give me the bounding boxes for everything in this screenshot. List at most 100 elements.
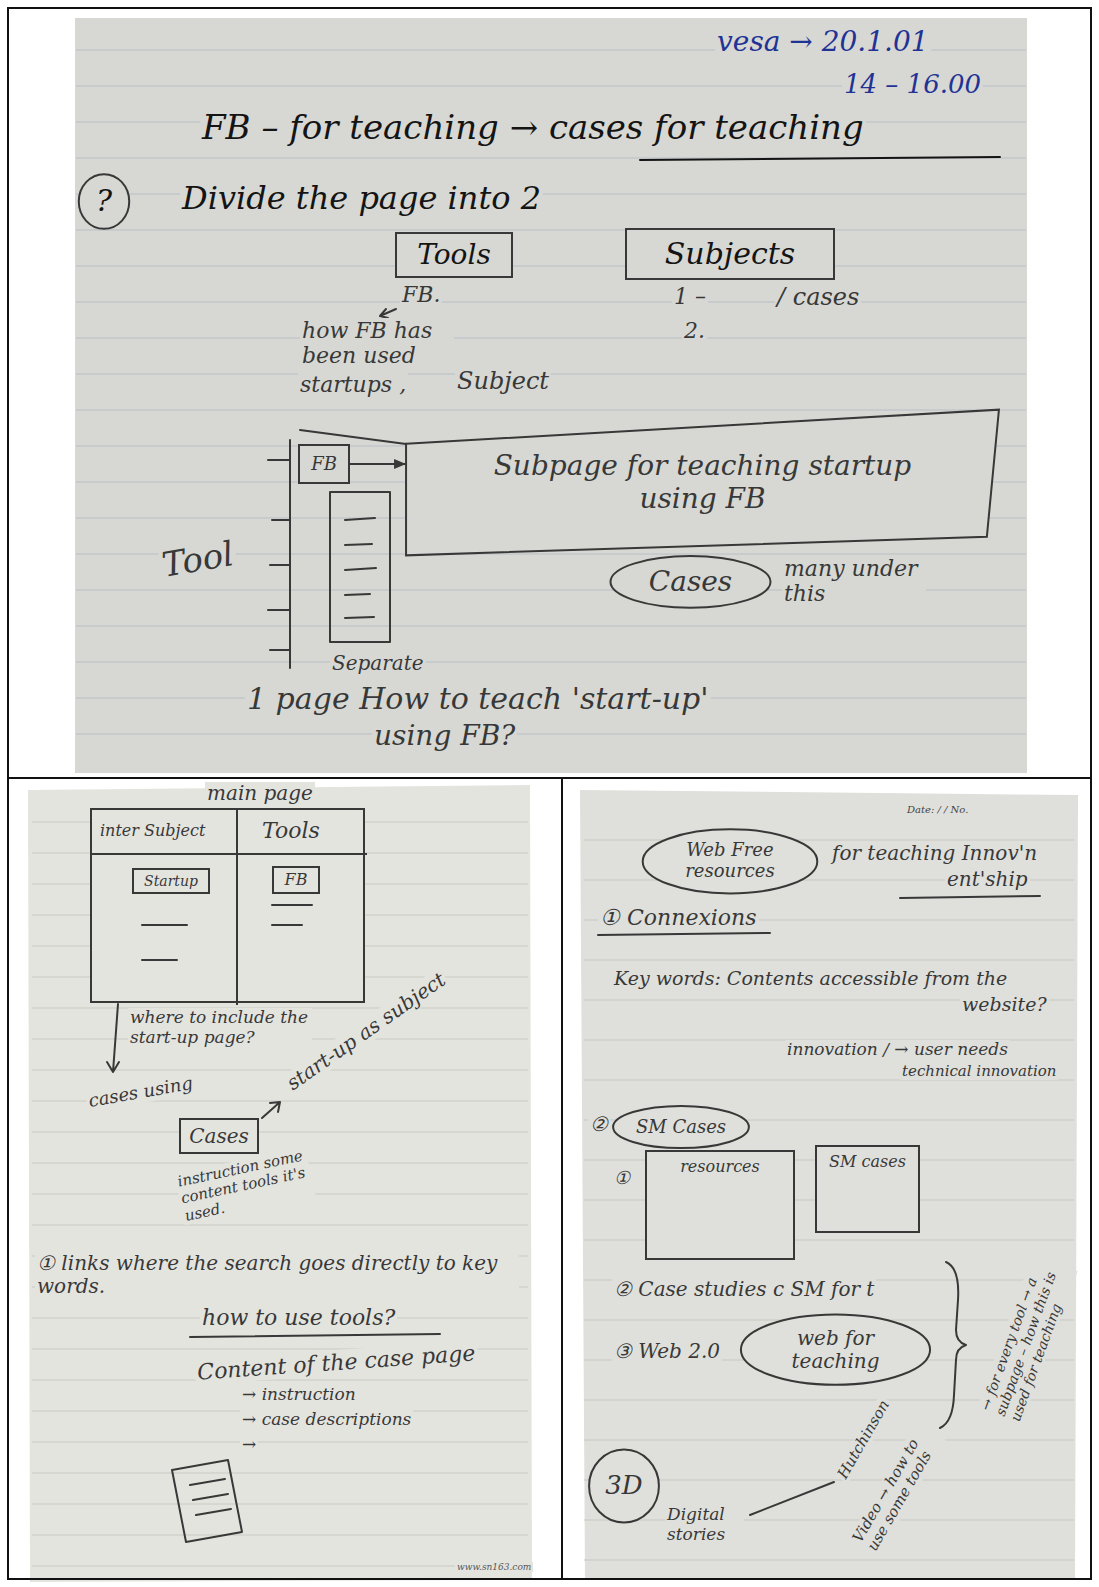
ruled-line	[76, 302, 1026, 303]
node-text: 3D	[605, 1471, 642, 1501]
tool-column	[268, 440, 290, 668]
ruled-line	[584, 1440, 1074, 1441]
ruled-line	[76, 626, 1026, 627]
node-text: SM cases	[829, 1153, 906, 1171]
node-text: inter Subject	[100, 822, 205, 840]
ruled-line	[584, 840, 1074, 841]
ruled-line	[32, 1070, 528, 1071]
cases-box: Cases	[179, 1118, 259, 1154]
paper-page	[75, 18, 1027, 773]
node-text: resources	[680, 1158, 760, 1176]
handwritten-note: ①	[612, 1168, 632, 1189]
ruled-line	[76, 734, 1026, 735]
handwritten-note: 2.	[682, 318, 707, 343]
main-page-table: inter SubjectToolsStartupFB	[90, 808, 365, 1003]
ruled-line	[76, 230, 1026, 231]
handwritten-note: many under this	[782, 556, 926, 607]
handwritten-note: using FB?	[372, 720, 517, 752]
node-text: Tools	[262, 818, 320, 843]
leader-line	[750, 1482, 834, 1515]
handwritten-note: main page	[205, 782, 315, 805]
curly-bracket	[940, 1262, 966, 1428]
ruled-line	[32, 1566, 528, 1567]
paper-page	[580, 790, 1078, 1580]
underline	[190, 1334, 440, 1337]
node-text: ?	[96, 184, 112, 219]
handwritten-note: ent'ship	[945, 868, 1030, 891]
ruled-line	[584, 1520, 1074, 1521]
column-box: resources	[645, 1150, 795, 1260]
handwritten-note: → case descriptions	[240, 1410, 413, 1430]
handwritten-note: ② Case studies c SM for t	[612, 1278, 876, 1301]
handwritten-note: ① links where the search goes directly t…	[35, 1252, 519, 1298]
handwritten-note: how FB has been used	[300, 318, 454, 369]
handwritten-note: startups ,	[298, 372, 408, 397]
underline	[900, 896, 1040, 898]
node-text: Tools	[417, 239, 491, 271]
pointer-arrow	[380, 309, 396, 318]
tool-box: FB	[298, 444, 350, 484]
node-text: Web Free resources	[675, 840, 785, 881]
ruled-line	[32, 1225, 528, 1226]
handwritten-note: Separate	[330, 652, 426, 675]
node-text: Cases	[649, 566, 732, 598]
ruled-line	[76, 338, 1026, 339]
handwritten-note: / cases	[775, 284, 861, 312]
handwritten-note: vesa → 20.1.01	[715, 26, 931, 58]
handwritten-note: Hutchinson	[833, 1396, 894, 1484]
connector-arrow	[350, 459, 406, 469]
topic-oval: Web Free resources	[640, 828, 820, 895]
handwritten-note: how to use tools?	[200, 1305, 397, 1330]
ruled-line	[32, 1473, 528, 1474]
handwritten-note: www.sn163.com	[455, 1562, 533, 1572]
node-text: FB	[311, 454, 337, 475]
heading-box: Subjects	[625, 228, 835, 280]
ruled-line	[32, 1380, 528, 1381]
ruled-line	[584, 960, 1074, 961]
underline	[598, 933, 770, 935]
handwritten-note: → instruction	[240, 1385, 358, 1405]
document-sketch	[172, 1460, 242, 1542]
node-text: Subpage for teaching startup using FB	[453, 450, 953, 514]
ruled-line	[76, 662, 1026, 663]
underline	[640, 157, 1000, 160]
handwritten-note: instruction some content tools it's used…	[174, 1147, 316, 1225]
handwritten-note: Content of the case page	[194, 1340, 478, 1385]
ruled-line	[32, 1442, 528, 1443]
handwritten-note: ③ Web 2.0	[612, 1340, 722, 1363]
pointer-arrow	[262, 1102, 280, 1118]
ruled-line	[32, 1132, 528, 1133]
handwritten-note: FB – for teaching → cases for teaching	[200, 108, 866, 147]
handwritten-note: ① Connexions	[598, 905, 759, 930]
node-text: Cases	[189, 1125, 249, 1148]
column-box: SM cases	[815, 1145, 920, 1233]
node-text: Subjects	[665, 237, 795, 272]
heading-box: Tools	[395, 232, 513, 278]
handwritten-note: innovation / → user needs	[785, 1040, 1010, 1060]
cases-oval: Cases	[608, 555, 773, 609]
ruled-line	[584, 1560, 1074, 1561]
handwritten-note: Digital stories	[665, 1505, 744, 1544]
handwritten-note: Key words: Contents accessible from the	[612, 968, 1009, 990]
ruled-line	[32, 1504, 528, 1505]
node-text: web for teaching	[781, 1327, 891, 1373]
node-text: SM Cases	[636, 1117, 726, 1138]
document-lines	[190, 1479, 231, 1515]
node-text: Startup	[144, 873, 198, 889]
paper-page	[28, 785, 532, 1582]
handwritten-note: 14 – 16.00	[842, 70, 983, 100]
handwritten-note: where to include the start-up page?	[128, 1008, 312, 1047]
ruled-line	[76, 266, 1026, 267]
handwritten-note: ②	[588, 1113, 610, 1136]
subpage-column	[330, 492, 390, 642]
topic-oval: SM Cases	[611, 1105, 751, 1149]
handwritten-note: Tool	[157, 534, 238, 586]
ruled-line	[76, 410, 1026, 411]
handwritten-note: 1 page How to teach 'start-up'	[245, 682, 711, 717]
ruled-line	[76, 374, 1026, 375]
ruled-lines	[32, 50, 1074, 1566]
handwritten-note: Date: / / No.	[905, 804, 970, 816]
